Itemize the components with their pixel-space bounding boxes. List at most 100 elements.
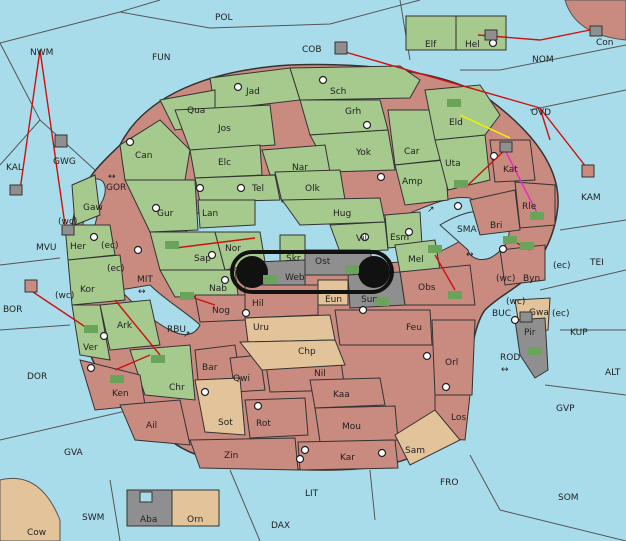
fleet-unit[interactable]	[9, 184, 23, 196]
svg-text:↔: ↔	[138, 287, 146, 297]
fleet-unit[interactable]	[334, 41, 348, 55]
svg-text:Hug: Hug	[333, 209, 351, 219]
province-Gaw[interactable]	[71, 174, 101, 226]
army-unit[interactable]	[110, 375, 124, 383]
tunnel-end-east	[358, 256, 390, 288]
svg-text:Esm: Esm	[390, 233, 409, 243]
svg-text:GOR: GOR	[106, 183, 126, 193]
province-Amp[interactable]	[394, 159, 449, 206]
province-labels: Jad Sch Qua Jos Grh Can Elc Yok Car Nar …	[70, 40, 549, 525]
svg-text:Sch: Sch	[330, 87, 346, 97]
province-Eld[interactable]	[424, 84, 501, 141]
army-unit[interactable]	[528, 347, 542, 355]
fleet-unit[interactable]	[499, 141, 513, 153]
province-Sam[interactable]	[394, 409, 461, 466]
svg-text:TEI: TEI	[589, 258, 604, 268]
army-unit[interactable]	[454, 180, 468, 188]
svg-text:Ail: Ail	[146, 421, 157, 431]
fleet-unit[interactable]	[61, 224, 75, 236]
svg-text:↗: ↗	[427, 205, 435, 215]
svg-text:OVD: OVD	[531, 108, 551, 118]
svg-text:Eun: Eun	[325, 295, 342, 305]
province-Grh[interactable]	[299, 99, 389, 136]
province-Lan[interactable]	[197, 199, 256, 229]
svg-text:Can: Can	[135, 151, 153, 161]
svg-text:↔: ↔	[108, 172, 116, 182]
province-Sap[interactable]	[149, 231, 226, 271]
province-Feu[interactable]	[334, 309, 433, 346]
svg-text:Tel: Tel	[251, 184, 264, 194]
svg-text:(ec): (ec)	[553, 261, 571, 271]
svg-text:Kar: Kar	[340, 453, 355, 463]
army-unit[interactable]	[447, 99, 461, 107]
army-unit[interactable]	[165, 241, 179, 249]
svg-text:Yok: Yok	[355, 148, 372, 158]
svg-text:NOM: NOM	[532, 55, 554, 65]
fleet-unit[interactable]	[519, 311, 533, 323]
army-unit[interactable]	[520, 242, 534, 250]
svg-text:Nor: Nor	[225, 244, 241, 254]
province-Bri[interactable]	[469, 189, 521, 236]
province-Chp[interactable]	[238, 339, 346, 371]
svg-text:BUC: BUC	[492, 309, 511, 319]
province-Elf[interactable]	[405, 15, 457, 51]
province-Hel[interactable]	[455, 15, 507, 51]
svg-text:Uta: Uta	[445, 159, 461, 169]
svg-text:Ken: Ken	[112, 389, 129, 399]
fleet-unit[interactable]	[54, 134, 68, 148]
fleet-unit[interactable]	[24, 279, 38, 293]
svg-text:POL: POL	[215, 13, 233, 23]
svg-text:RBU: RBU	[167, 325, 186, 335]
svg-text:Sap: Sap	[194, 254, 211, 264]
svg-text:(wc): (wc)	[58, 217, 77, 227]
province-Ail[interactable]	[119, 399, 191, 446]
army-unit[interactable]	[84, 325, 98, 333]
army-unit[interactable]	[530, 212, 544, 220]
svg-text:Sot: Sot	[218, 418, 233, 428]
svg-text:Lan: Lan	[202, 209, 218, 219]
svg-text:LIT: LIT	[305, 489, 319, 499]
svg-text:↔: ↔	[501, 365, 509, 375]
province-Orn[interactable]	[171, 489, 220, 527]
province-Zin[interactable]	[189, 437, 299, 471]
svg-text:Hel: Hel	[465, 40, 480, 50]
svg-text:Sam: Sam	[405, 446, 425, 456]
svg-text:SOM: SOM	[558, 493, 579, 503]
svg-text:Feu: Feu	[406, 323, 422, 333]
army-unit[interactable]	[375, 298, 389, 306]
province-Vil[interactable]	[329, 221, 389, 253]
fleet-unit[interactable]	[589, 25, 603, 37]
province-Kor[interactable]	[67, 254, 126, 306]
province-Can[interactable]	[119, 119, 191, 181]
svg-text:Obs: Obs	[418, 283, 436, 293]
army-unit[interactable]	[180, 292, 194, 300]
fleet-unit[interactable]	[484, 29, 498, 41]
province-Obs[interactable]	[399, 264, 476, 306]
army-unit[interactable]	[428, 245, 442, 253]
army-unit[interactable]	[345, 265, 359, 273]
svg-text:(ec): (ec)	[101, 241, 119, 251]
army-unit[interactable]	[151, 355, 165, 363]
fleet-unit[interactable]	[581, 164, 595, 178]
army-unit[interactable]	[503, 236, 517, 244]
svg-text:↗: ↗	[183, 330, 191, 340]
svg-text:Jad: Jad	[245, 87, 260, 97]
svg-text:Nog: Nog	[212, 306, 230, 316]
tunnel-marker	[230, 250, 394, 294]
coast-tags: (wc) (ec) (ec) (wc) (ec) (wc) (wc) (ec)	[55, 217, 571, 319]
svg-text:DAX: DAX	[271, 521, 290, 531]
fleet-unit[interactable]	[139, 491, 153, 503]
svg-text:Qwi: Qwi	[233, 374, 250, 384]
svg-text:(wc): (wc)	[55, 291, 74, 301]
svg-text:Los: Los	[451, 413, 466, 423]
province-Gur[interactable]	[124, 179, 199, 233]
army-unit[interactable]	[263, 275, 277, 283]
province-Sch[interactable]	[289, 65, 421, 101]
svg-text:Gur: Gur	[157, 209, 174, 219]
province-Kaa[interactable]	[309, 377, 386, 409]
province-Jos[interactable]	[174, 104, 276, 151]
army-unit[interactable]	[448, 291, 462, 299]
province-Orl[interactable]	[431, 319, 476, 396]
units[interactable]	[9, 25, 603, 503]
